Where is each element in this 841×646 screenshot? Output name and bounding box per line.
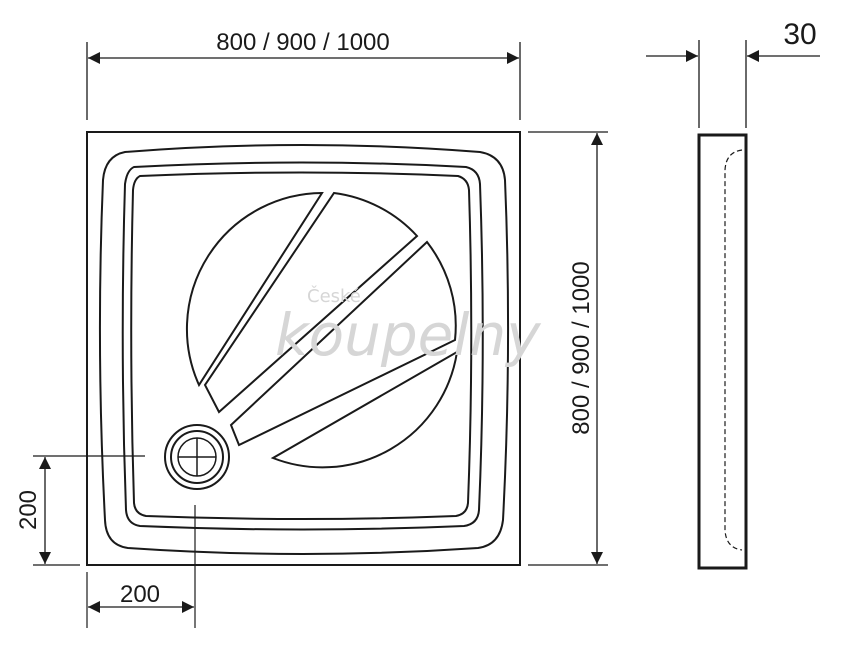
height-label: 800 / 900 / 1000 (568, 261, 595, 434)
watermark-line2: koupelny (275, 301, 541, 369)
side-profile-body (697, 133, 748, 570)
pattern-segment-1 (185, 191, 324, 388)
drain-offset-x-label: 200 (120, 581, 160, 608)
width-dimension: 800 / 900 / 1000 (86, 29, 521, 120)
side-profile-hidden-line (724, 149, 743, 551)
drain-offset-y-label: 200 (15, 490, 42, 530)
tray-side-profile (697, 133, 748, 570)
pattern-segment-2 (203, 191, 419, 414)
width-label: 800 / 900 / 1000 (216, 29, 389, 56)
depth-label: 30 (783, 18, 816, 51)
tray-rim-inner (121, 161, 484, 531)
height-dimension: 800 / 900 / 1000 (528, 131, 608, 566)
pattern-segment-4 (270, 350, 459, 469)
tray-outer-edge (86, 131, 521, 566)
drain-inner-ring (170, 430, 224, 484)
drain (164, 424, 230, 490)
tray-basin-edge (130, 171, 473, 520)
drain-offset-x-dimension: 200 (86, 505, 196, 628)
tray-top-view (86, 131, 521, 566)
drain-offset-y-dimension: 200 (15, 455, 145, 566)
tray-rim-outer (98, 144, 510, 555)
watermark: České koupelny (275, 285, 541, 369)
depth-dimension: 30 (646, 18, 820, 128)
drain-outer-ring (164, 424, 230, 490)
anti-slip-pattern (185, 191, 459, 469)
watermark-line1: České (307, 285, 361, 307)
pattern-segment-3 (229, 240, 457, 447)
